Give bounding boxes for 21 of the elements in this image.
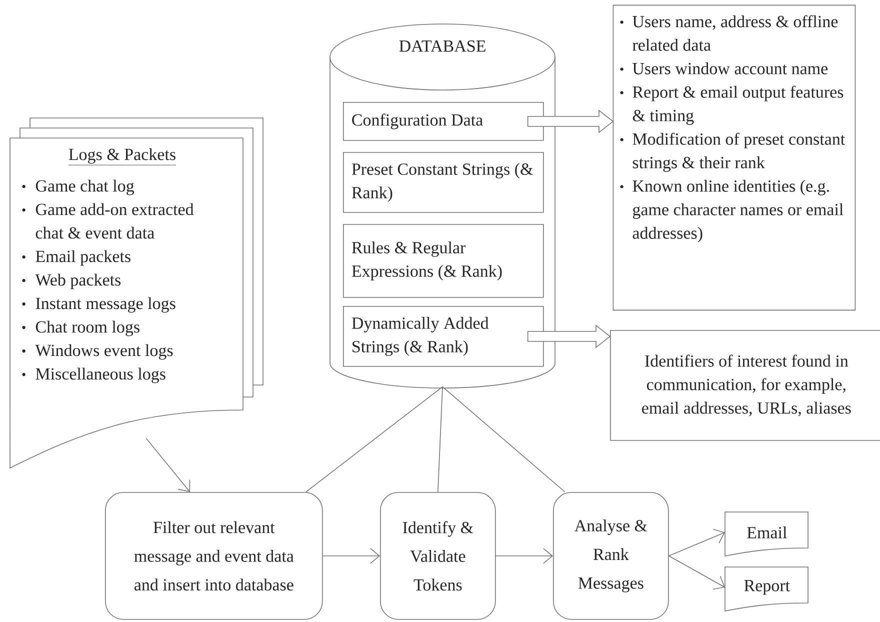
connector-line bbox=[305, 386, 443, 492]
process-box: Identify & Validate Tokens bbox=[380, 492, 496, 620]
arrow bbox=[322, 548, 380, 564]
data-box: Dynamically Added Strings (& Rank) bbox=[343, 306, 544, 367]
process-box: Analyse & Rank Messages bbox=[553, 492, 669, 620]
info-box: Identifiers of interest found in communication, for example, email addresses, URLs, aliases bbox=[610, 330, 880, 441]
arrow bbox=[668, 528, 725, 556]
arrow bbox=[668, 556, 726, 590]
info-box: Users name, address & offline related data Users window account name Report & email output features & timing Modification of preset constant strings & their rank Known online identities (e.g. game character names or email addresses) bbox=[612, 4, 856, 311]
block-arrow bbox=[527, 324, 611, 348]
data-box: Preset Constant Strings (& Rank) bbox=[343, 152, 544, 213]
data-box: Configuration Data bbox=[343, 102, 544, 141]
connector-line bbox=[438, 386, 443, 492]
block-arrow bbox=[527, 110, 614, 134]
connector-line bbox=[442, 386, 566, 492]
document-stack: Logs & Packets Game chat log Game add-on extracted chat & event data Email packets Web packets Instant message logs Chat room logs Windows event logs Miscellaneous logs bbox=[10, 118, 264, 468]
process-box: Filter out relevant message and event data and insert into database bbox=[105, 492, 323, 620]
arrow bbox=[495, 548, 554, 564]
node-label: DATABASE bbox=[399, 40, 486, 52]
arrow bbox=[146, 438, 190, 492]
data-box: Rules & Regular Expressions (& Rank) bbox=[343, 224, 544, 298]
